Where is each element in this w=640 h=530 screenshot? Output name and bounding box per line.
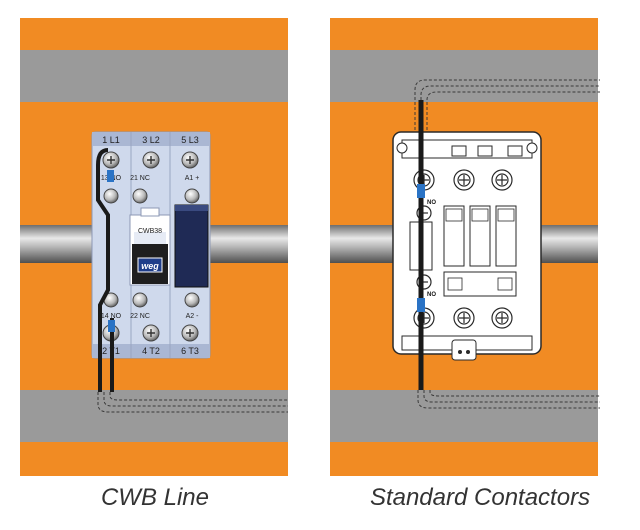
right-dashed-routing-top: [414, 79, 600, 130]
right-wire: [417, 100, 425, 390]
weg-logo-text: weg: [141, 261, 159, 271]
screw-icon: [184, 188, 200, 204]
left-wires: [96, 148, 115, 392]
cwb-model-label: CWB38: [138, 228, 162, 235]
terminal-blue-marker: [417, 184, 425, 198]
terminal-blue-marker: [107, 170, 114, 182]
upper-aux-label-3: A1 +: [185, 175, 200, 182]
cwb-contactor: 1 L1 3 L2 5 L3 13 NO 21 NC A1 + CWB38 we…: [91, 131, 211, 359]
right-panel: NO NO: [330, 18, 600, 476]
left-cable-duct-top: [20, 50, 288, 102]
screw-icon: [132, 188, 148, 204]
upper-aux-label-2: 21 NC: [130, 175, 150, 182]
terminal-blue-marker: [108, 320, 115, 332]
right-dashed-routing-bottom: [417, 390, 600, 409]
left-wire-outer: [96, 148, 110, 392]
lower-aux-label-3: A2 -: [186, 313, 200, 320]
screw-icon: [184, 292, 200, 308]
left-cable-duct-bottom: [20, 390, 288, 442]
cwb-line-caption: CWB Line: [100, 484, 210, 511]
terminal-blue-marker: [417, 298, 425, 312]
std-top-screws: [413, 169, 513, 191]
screw-icon: [103, 188, 119, 204]
left-panel: 1 L1 3 L2 5 L3 13 NO 21 NC A1 + CWB38 we…: [20, 18, 288, 476]
top-terminal-label-2: 3 L2: [142, 135, 160, 145]
lower-aux-label-1: 14 NO: [101, 313, 122, 320]
lower-aux-label-2: 22 NC: [130, 313, 150, 320]
std-bottom-screws: [413, 307, 513, 329]
bottom-terminal-label-3: 6 T3: [181, 346, 199, 356]
left-dashed-routing: [97, 392, 288, 413]
std-aux-label-bottom: NO: [427, 292, 436, 298]
standard-contactors-caption: Standard Contactors: [369, 484, 591, 511]
right-cable-duct-bottom: [330, 390, 598, 442]
right-cable-duct-top: [330, 50, 598, 102]
bottom-terminal-label-2: 4 T2: [142, 346, 160, 356]
std-aux-label-top: NO: [427, 200, 436, 206]
weg-logo-plate: [137, 257, 163, 273]
screw-icon: [132, 292, 148, 308]
top-terminal-label-3: 5 L3: [181, 135, 199, 145]
top-terminal-label-1: 1 L1: [102, 135, 120, 145]
cwb-coil-block: [174, 204, 209, 288]
standard-contactor: NO NO: [392, 131, 542, 361]
